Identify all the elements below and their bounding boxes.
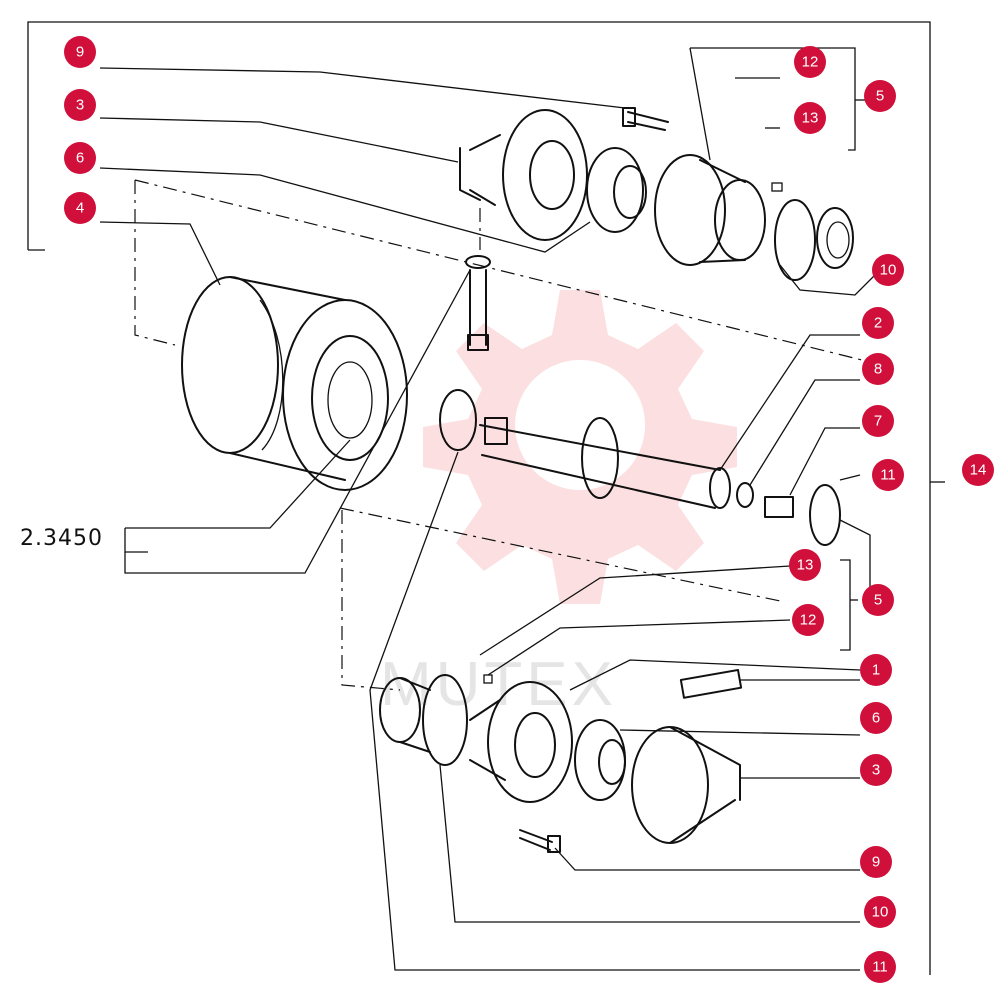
svg-text:11: 11 — [872, 959, 888, 976]
callout-10: 8 — [862, 353, 894, 385]
svg-text:10: 10 — [880, 262, 897, 279]
svg-text:7: 7 — [874, 413, 882, 430]
leader-lines — [99, 47, 881, 971]
center-lines — [134, 179, 871, 691]
svg-text:12: 12 — [800, 612, 817, 629]
callout-1: 9 — [64, 36, 96, 68]
upper-seal — [586, 147, 647, 233]
svg-text:8: 8 — [874, 361, 882, 378]
callout-5: 12 — [794, 46, 826, 78]
svg-text:5: 5 — [876, 88, 884, 105]
roller-body — [181, 276, 408, 491]
reference-number: 2.3450 — [20, 526, 103, 551]
callout-15: 12 — [792, 604, 824, 636]
upper-cap — [771, 182, 854, 281]
svg-text:12: 12 — [802, 54, 819, 71]
svg-text:9: 9 — [76, 44, 84, 61]
callout-13: 14 — [962, 454, 994, 486]
svg-text:4: 4 — [76, 200, 84, 217]
callout-20: 9 — [860, 846, 892, 878]
svg-text:11: 11 — [880, 467, 896, 484]
svg-text:1: 1 — [872, 662, 880, 679]
svg-text:6: 6 — [872, 710, 880, 727]
callout-22: 11 — [864, 951, 896, 983]
callout-12: 11 — [872, 459, 904, 491]
upper-collar — [654, 154, 766, 266]
callout-19: 3 — [860, 754, 892, 786]
callout-14: 13 — [789, 549, 821, 581]
svg-text:9: 9 — [872, 854, 880, 871]
bolts — [465, 107, 669, 853]
watermark-gear-icon — [423, 290, 737, 604]
callout-11: 7 — [862, 405, 894, 437]
callout-2: 3 — [64, 89, 96, 121]
svg-text:10: 10 — [872, 904, 889, 921]
svg-text:3: 3 — [872, 762, 880, 779]
svg-text:5: 5 — [874, 592, 882, 609]
svg-text:6: 6 — [76, 150, 84, 167]
shaft — [479, 417, 731, 509]
svg-text:14: 14 — [970, 462, 987, 479]
svg-text:2: 2 — [874, 315, 882, 332]
callout-16: 5 — [862, 584, 894, 616]
callout-18: 6 — [860, 702, 892, 734]
callout-21: 10 — [864, 896, 896, 928]
callout-17: 1 — [860, 654, 892, 686]
callout-4: 4 — [64, 192, 96, 224]
callout-3: 6 — [64, 142, 96, 174]
frame-lines — [27, 21, 945, 975]
svg-text:13: 13 — [797, 557, 814, 574]
callout-9: 2 — [862, 307, 894, 339]
callout-6: 13 — [794, 102, 826, 134]
callout-7: 5 — [864, 80, 896, 112]
callout-8: 10 — [872, 254, 904, 286]
svg-text:13: 13 — [802, 110, 819, 127]
upper-housing — [459, 109, 588, 241]
svg-text:3: 3 — [76, 97, 84, 114]
small-parts — [439, 389, 841, 546]
lower-assembly — [379, 668, 743, 844]
